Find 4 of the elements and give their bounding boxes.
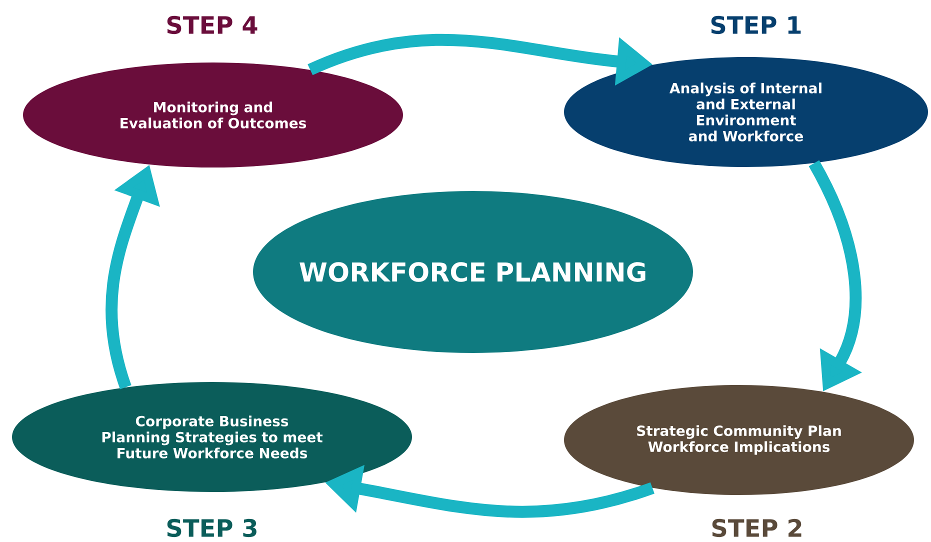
step-label: STEP 1 [711, 16, 801, 34]
step-label: STEP 3 [167, 518, 256, 538]
step-label: STEP 4 [167, 16, 258, 34]
step-label: STEP 2 [712, 518, 802, 538]
